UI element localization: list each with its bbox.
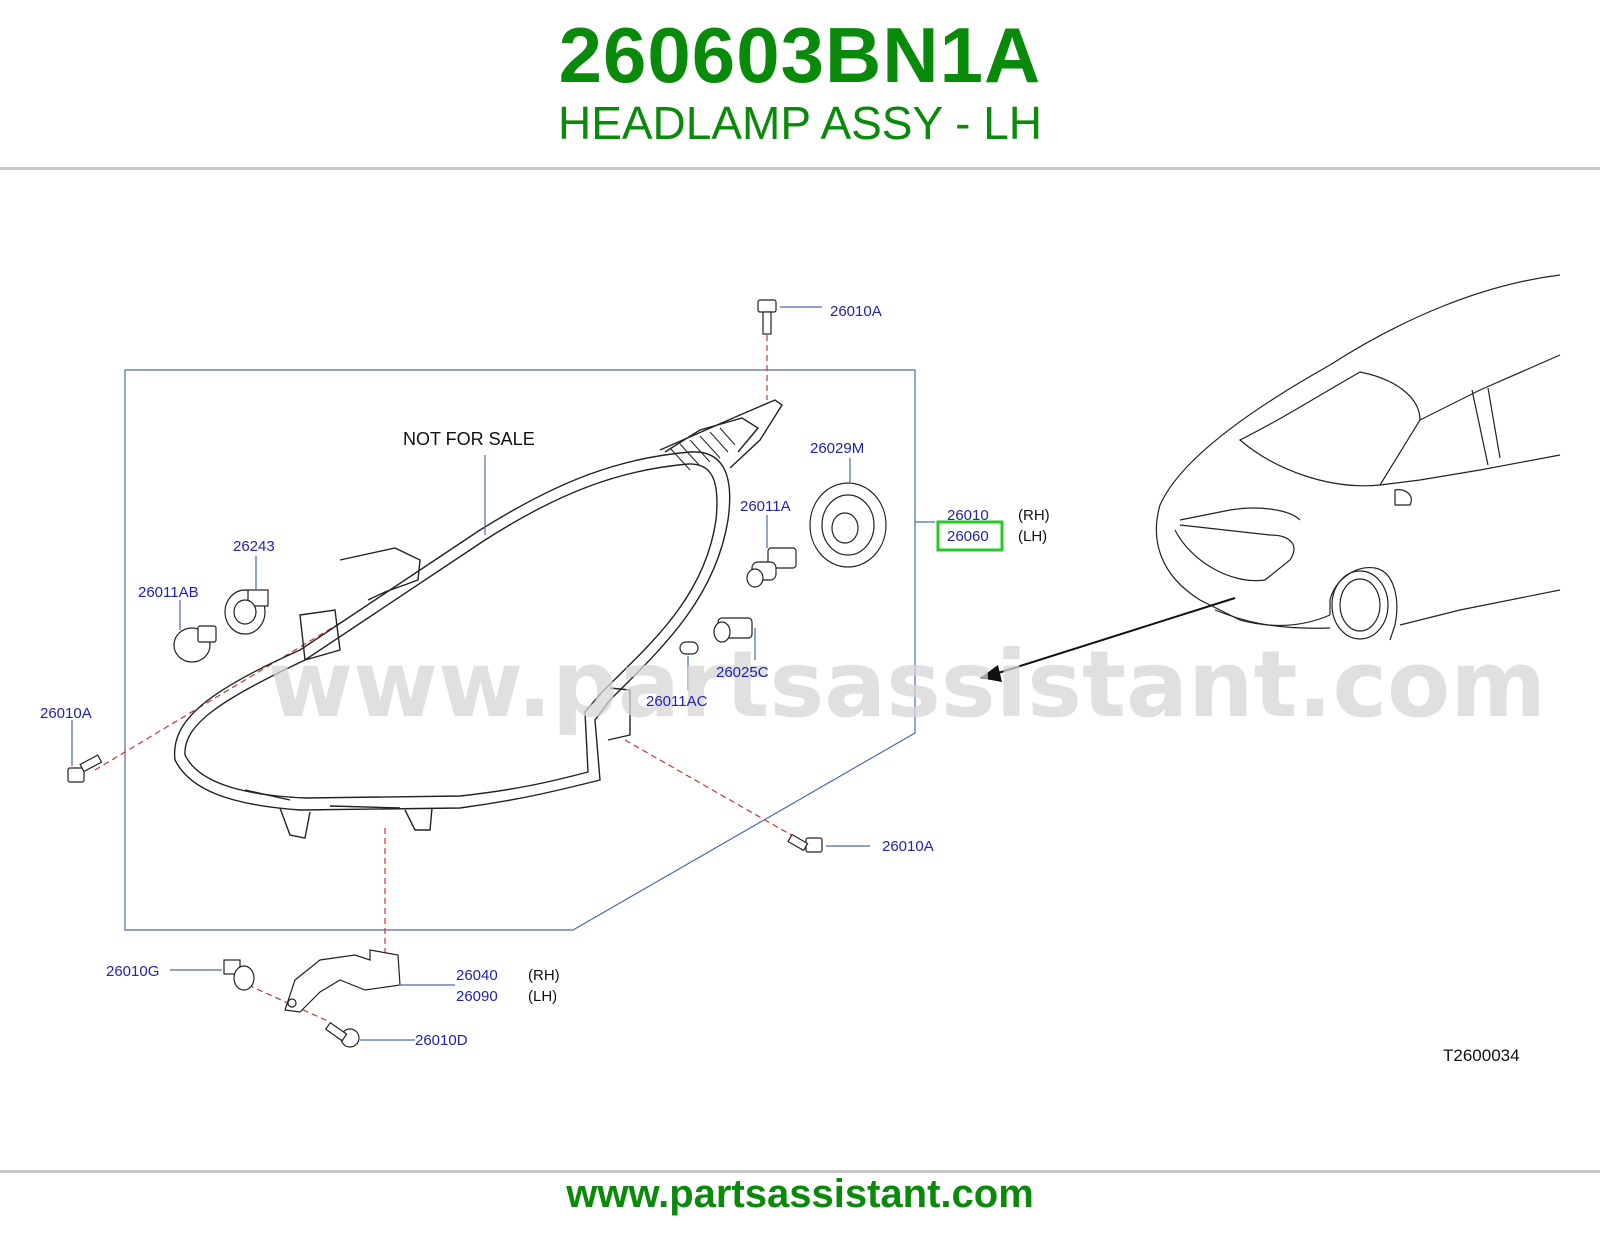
bolt-right-icon xyxy=(787,833,823,853)
callout-26060-lh-side: (LH) xyxy=(1018,528,1047,545)
figure-code: T2600034 xyxy=(1443,1046,1520,1065)
bolt-top-icon xyxy=(757,299,777,335)
callout-26090-lh-side: (LH) xyxy=(528,988,557,1005)
bulb-h4-icon xyxy=(746,547,797,588)
callout-26090-lh[interactable]: 26090 xyxy=(456,988,498,1005)
assembly-frame xyxy=(124,369,916,931)
callout-26011a[interactable]: 26011A xyxy=(740,498,791,515)
callout-26010-rh[interactable]: 26010 xyxy=(947,507,989,524)
socket-small-icon xyxy=(713,617,753,643)
page-header: 260603BN1A HEADLAMP ASSY - LH xyxy=(0,0,1600,168)
callout-26010-rh-side: (RH) xyxy=(1018,507,1050,524)
footer-divider xyxy=(0,1170,1600,1173)
vehicle-outline xyxy=(1155,274,1561,641)
callout-26011ab[interactable]: 26011AB xyxy=(138,584,199,601)
callout-26029m[interactable]: 26029M xyxy=(810,440,864,457)
part-description: HEADLAMP ASSY - LH xyxy=(557,97,1043,149)
headlamp-housing xyxy=(173,399,783,839)
callout-26010g[interactable]: 26010G xyxy=(106,963,159,980)
callout-26011ac[interactable]: 26011AC xyxy=(646,693,708,710)
housing-ribs xyxy=(669,427,736,471)
callout-26040-rh[interactable]: 26040 xyxy=(456,967,498,984)
bracket-icon xyxy=(284,949,401,1013)
callout-26040-rh-side: (RH) xyxy=(528,967,560,984)
callout-26010a-top[interactable]: 26010A xyxy=(830,303,882,320)
callout-26060-lh[interactable]: 26060 xyxy=(947,528,989,545)
clip-icon xyxy=(223,959,255,991)
bolt-left-icon xyxy=(67,754,103,783)
note-not-for-sale: NOT FOR SALE xyxy=(403,429,535,449)
vehicle-pointer-line xyxy=(994,597,1236,675)
bulb-small-icon xyxy=(679,641,699,655)
socket-turn-icon xyxy=(224,589,269,635)
footer-url[interactable]: www.partsassistant.com xyxy=(566,1172,1034,1216)
callout-26010a-right[interactable]: 26010A xyxy=(882,838,934,855)
callout-26243[interactable]: 26243 xyxy=(233,538,275,555)
selected-part-highlight xyxy=(936,520,1004,552)
screw-icon xyxy=(324,1021,360,1048)
watermark-text: www.partsassistant.com xyxy=(268,631,1546,738)
callout-26010d[interactable]: 26010D xyxy=(415,1032,468,1049)
socket-main-icon xyxy=(809,482,887,568)
header-divider xyxy=(0,167,1600,170)
bulb-turn-icon xyxy=(173,625,217,663)
callout-26025c[interactable]: 26025C xyxy=(716,664,769,681)
part-number-title: 260603BN1A xyxy=(558,11,1042,99)
vehicle-pointer-arrow xyxy=(980,665,1002,682)
callout-26010a-left[interactable]: 26010A xyxy=(40,705,92,722)
